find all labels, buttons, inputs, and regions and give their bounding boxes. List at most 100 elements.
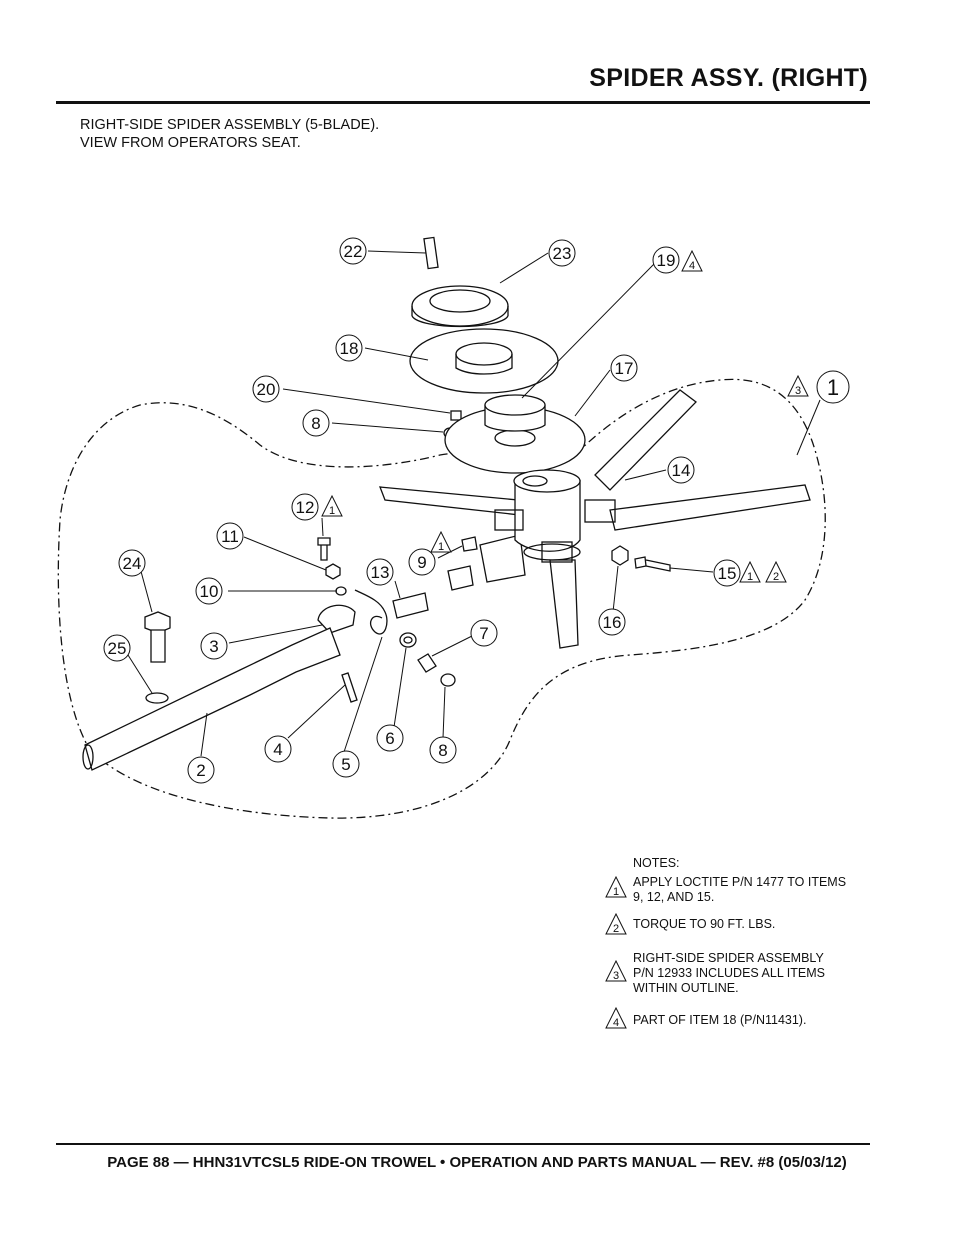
callout-circle xyxy=(548,239,576,267)
part-seal-ring xyxy=(411,285,509,327)
note-1-line-2: 9, 12, AND 15. xyxy=(633,890,715,904)
triangle-flag-icon xyxy=(430,530,452,553)
flag-number: 1 xyxy=(747,571,753,583)
callout-number: 12 xyxy=(296,498,315,517)
arm-left-stub xyxy=(479,534,526,583)
callout-circle xyxy=(652,246,680,274)
callout-number: 8 xyxy=(438,741,447,760)
part-pin xyxy=(341,672,358,703)
callout-number: 24 xyxy=(123,554,142,573)
caption-line-1: RIGHT-SIDE SPIDER ASSEMBLY (5-BLADE). xyxy=(80,117,380,133)
part-clamp xyxy=(317,604,356,634)
callout-circle xyxy=(335,334,363,362)
callout-circle xyxy=(264,735,292,763)
callout-circle xyxy=(291,493,319,521)
flag-number: 1 xyxy=(438,541,444,553)
part-washer xyxy=(399,632,417,648)
callout-number: 25 xyxy=(108,639,127,658)
callout-10: 10 xyxy=(195,577,223,605)
callout-circle xyxy=(429,736,457,764)
callout-5: 5 xyxy=(332,750,360,778)
callout-number: 14 xyxy=(672,461,691,480)
note-4: 4 PART OF ITEM 18 (P/N11431). xyxy=(604,1006,884,1029)
svg-text:2: 2 xyxy=(613,923,619,935)
part-plug-lower xyxy=(440,673,456,687)
callout-circle xyxy=(610,354,638,382)
arm-upper-left xyxy=(379,486,521,516)
callout-circle xyxy=(187,756,215,784)
arm-right xyxy=(609,484,811,531)
notes-heading: NOTES: xyxy=(633,856,680,870)
callout-2: 2 xyxy=(187,756,215,784)
part-sleeve-13 xyxy=(392,592,429,619)
callout-circle xyxy=(339,237,367,265)
note-3-line-1: RIGHT-SIDE SPIDER ASSEMBLY xyxy=(633,951,824,965)
page-title: SPIDER ASSY. (RIGHT) xyxy=(589,64,868,92)
callout-number: 20 xyxy=(257,380,276,399)
callout-4: 4 xyxy=(264,735,292,763)
callout-circle xyxy=(598,608,626,636)
part-fitting xyxy=(417,653,437,673)
note-4-line-1: PART OF ITEM 18 (P/N11431). xyxy=(633,1013,807,1027)
callout-number: 18 xyxy=(340,339,359,358)
callout-18: 18 xyxy=(335,334,363,362)
diagram-caption: RIGHT-SIDE SPIDER ASSEMBLY (5-BLADE). VI… xyxy=(80,116,379,152)
note-3-line-2: P/N 12933 INCLUDES ALL ITEMS xyxy=(633,966,825,980)
callout-11: 11 xyxy=(216,522,244,550)
note-2-line-1: TORQUE TO 90 FT. LBS. xyxy=(633,917,776,931)
callout-7: 7 xyxy=(470,619,498,647)
part-key xyxy=(423,236,439,270)
callout-number: 1 xyxy=(827,375,839,400)
callout-circle xyxy=(200,632,228,660)
arm-upper-right xyxy=(594,389,697,491)
callout-number: 2 xyxy=(196,761,205,780)
triangle-flag-icon xyxy=(765,560,787,583)
part-screw-12 xyxy=(317,537,331,561)
notes-block: NOTES: 1 APPLY LOCTITE P/N 1477 TO ITEMS… xyxy=(604,856,884,1029)
triangle-flag-icon: 2 xyxy=(605,912,627,935)
part-bolt-9 xyxy=(461,536,478,552)
assembly-outline xyxy=(57,378,826,819)
callout-24: 24 xyxy=(118,549,146,577)
svg-text:1: 1 xyxy=(613,886,619,898)
triangle-flag-icon xyxy=(739,560,761,583)
triangle-flag-icon: 1 xyxy=(605,875,627,898)
triangle-flag-icon: 4 xyxy=(605,1006,627,1029)
callout-circle xyxy=(408,548,436,576)
callout-circle xyxy=(713,559,741,587)
flag-number: 2 xyxy=(773,571,779,583)
callout-circle xyxy=(195,577,223,605)
callout-number: 19 xyxy=(657,251,676,270)
part-nut xyxy=(450,410,462,421)
callout-circle xyxy=(332,750,360,778)
callout-number: 6 xyxy=(385,729,394,748)
callout-circle xyxy=(252,375,280,403)
callout-number: 4 xyxy=(273,740,282,759)
flag-number: 3 xyxy=(795,385,801,397)
callout-number: 9 xyxy=(417,553,426,572)
triangle-flag-icon xyxy=(787,374,809,397)
callout-number: 13 xyxy=(371,563,390,582)
note-1: 1 APPLY LOCTITE P/N 1477 TO ITEMS 9, 12,… xyxy=(604,875,884,905)
callout-9: 91 xyxy=(408,530,452,576)
part-shaft xyxy=(84,627,341,771)
callout-number: 8 xyxy=(311,414,320,433)
callout-22: 22 xyxy=(339,237,367,265)
callout-3: 3 xyxy=(200,632,228,660)
page-footer: PAGE 88 — HHN31VTCSL5 RIDE-ON TROWEL • O… xyxy=(107,1154,847,1171)
callout-circle xyxy=(118,549,146,577)
callout-circle xyxy=(216,522,244,550)
part-bolt-15 xyxy=(634,556,671,572)
callout-number: 10 xyxy=(200,582,219,601)
header-rule xyxy=(56,101,870,104)
callout-number: 17 xyxy=(615,359,634,378)
callout-circle xyxy=(366,558,394,586)
callout-circle xyxy=(470,619,498,647)
note-3-line-3: WITHIN OUTLINE. xyxy=(633,981,739,995)
callout-8: 8 xyxy=(429,736,457,764)
note-1-line-1: APPLY LOCTITE P/N 1477 TO ITEMS xyxy=(633,875,847,889)
callout-1: 13 xyxy=(787,370,850,404)
part-washer-25 xyxy=(145,692,169,704)
part-washer-10 xyxy=(335,586,347,596)
